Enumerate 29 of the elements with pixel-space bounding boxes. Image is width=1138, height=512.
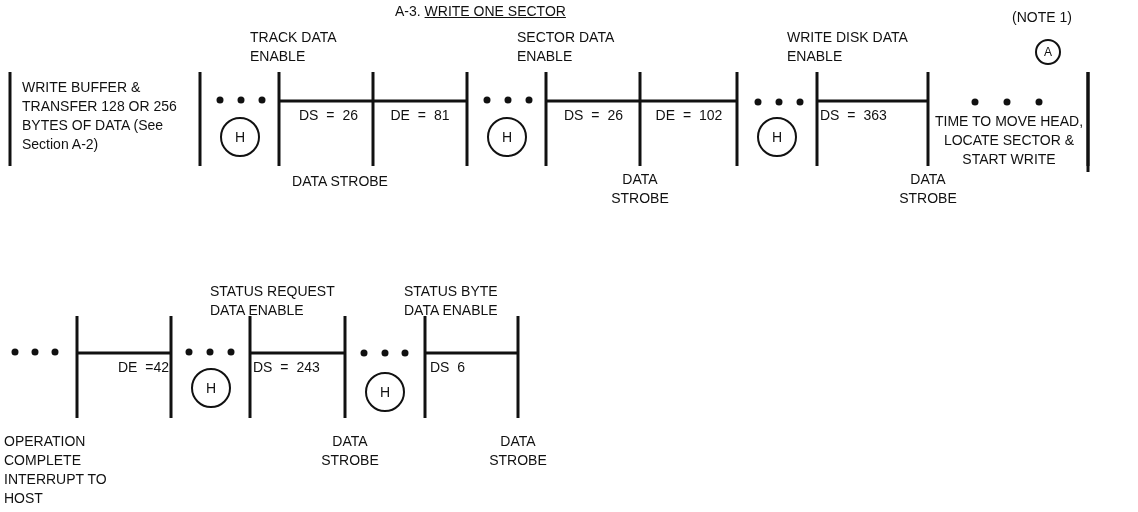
signal-label: WRITE DISK DATA ENABLE: [787, 28, 909, 66]
signal-label: DATA STROBE: [898, 170, 958, 208]
duration-value: DS = 243: [253, 358, 321, 377]
signal-label: STATUS BYTE DATA ENABLE: [404, 282, 499, 320]
circle-marker: A: [1035, 39, 1061, 65]
signal-label: DATA STROBE: [291, 172, 389, 191]
circle-marker: H: [220, 117, 260, 157]
signal-label: SECTOR DATA ENABLE: [517, 28, 615, 66]
duration-value: DS = 26: [563, 106, 624, 125]
circle-marker: H: [365, 372, 405, 412]
signal-label: TRACK DATA ENABLE: [250, 28, 338, 66]
note-label: (NOTE 1): [1012, 8, 1072, 27]
duration-value: DE = 102: [654, 106, 724, 125]
circle-marker: H: [191, 368, 231, 408]
signal-label: DATA STROBE: [488, 432, 548, 470]
duration-value: DS = 363: [820, 106, 888, 125]
duration-value: DE = 81: [389, 106, 451, 125]
duration-value: DE =42: [116, 358, 169, 377]
signal-label: DATA STROBE: [610, 170, 670, 208]
circle-marker: H: [487, 117, 527, 157]
duration-value: DS 6: [430, 358, 467, 377]
step-description: TIME TO MOVE HEAD, LOCATE SECTOR & START WRITE: [933, 112, 1085, 169]
circle-marker: H: [757, 117, 797, 157]
signal-label: DATA STROBE: [320, 432, 380, 470]
signal-label: STATUS REQUEST DATA ENABLE: [210, 282, 336, 320]
title: A-3. WRITE ONE SECTOR: [395, 2, 566, 21]
step-description: OPERATION COMPLETE INTERRUPT TO HOST: [4, 432, 108, 508]
duration-value: DS = 26: [298, 106, 359, 125]
step-description: WRITE BUFFER & TRANSFER 128 OR 256 BYTES OF DATA (See Section A-2): [22, 78, 178, 154]
